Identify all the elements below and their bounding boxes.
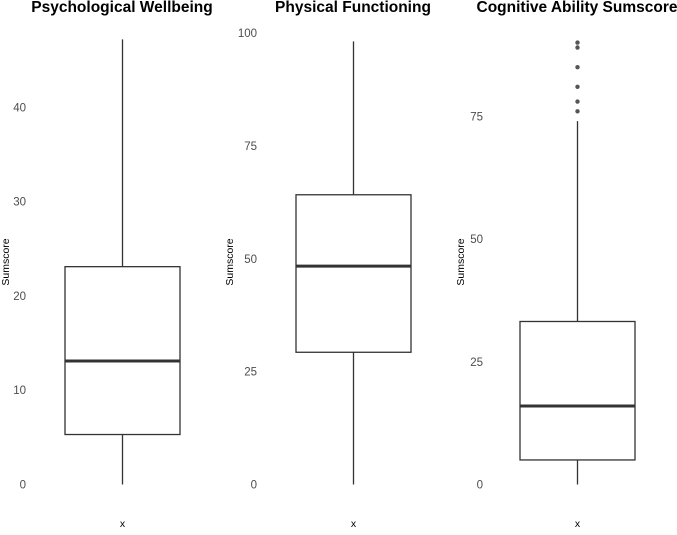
y-tick-label: 30 <box>13 197 26 209</box>
y-tick-label: 25 <box>244 367 257 379</box>
outlier-point <box>575 40 580 45</box>
y-tick-label: 50 <box>470 234 483 246</box>
panel-title-3: Cognitive Ability Sumscore <box>477 0 677 16</box>
outlier-point <box>575 99 580 104</box>
y-tick-label: 100 <box>238 28 257 40</box>
y-tick-label: 0 <box>20 480 26 492</box>
outlier-point <box>575 45 580 50</box>
outlier-point <box>575 84 580 89</box>
x-axis-label: x <box>351 518 357 530</box>
y-tick-label: 10 <box>13 385 26 397</box>
iqr-box <box>64 266 181 436</box>
outlier-point <box>575 64 580 70</box>
y-tick-label: 25 <box>470 357 483 369</box>
iqr-box <box>519 320 636 461</box>
y-axis-title: Sumscore <box>0 238 12 285</box>
x-axis-label: x <box>120 518 126 530</box>
y-axis-title: Sumscore <box>224 238 236 285</box>
outlier-point <box>575 109 580 114</box>
y-tick-label: 75 <box>470 111 483 123</box>
y-tick-label: 20 <box>13 291 26 303</box>
panel-title-1: Psychological Wellbeing <box>31 0 212 16</box>
x-axis-label: x <box>575 518 581 530</box>
y-axis-title: Sumscore <box>455 238 467 285</box>
y-tick-label: 40 <box>13 102 26 114</box>
y-tick-label: 0 <box>477 480 483 492</box>
y-tick-label: 75 <box>244 141 257 153</box>
y-tick-label: 0 <box>251 480 257 492</box>
y-tick-label: 50 <box>244 254 257 266</box>
iqr-box <box>295 194 412 353</box>
panel-title-2: Physical Functioning <box>275 0 431 16</box>
